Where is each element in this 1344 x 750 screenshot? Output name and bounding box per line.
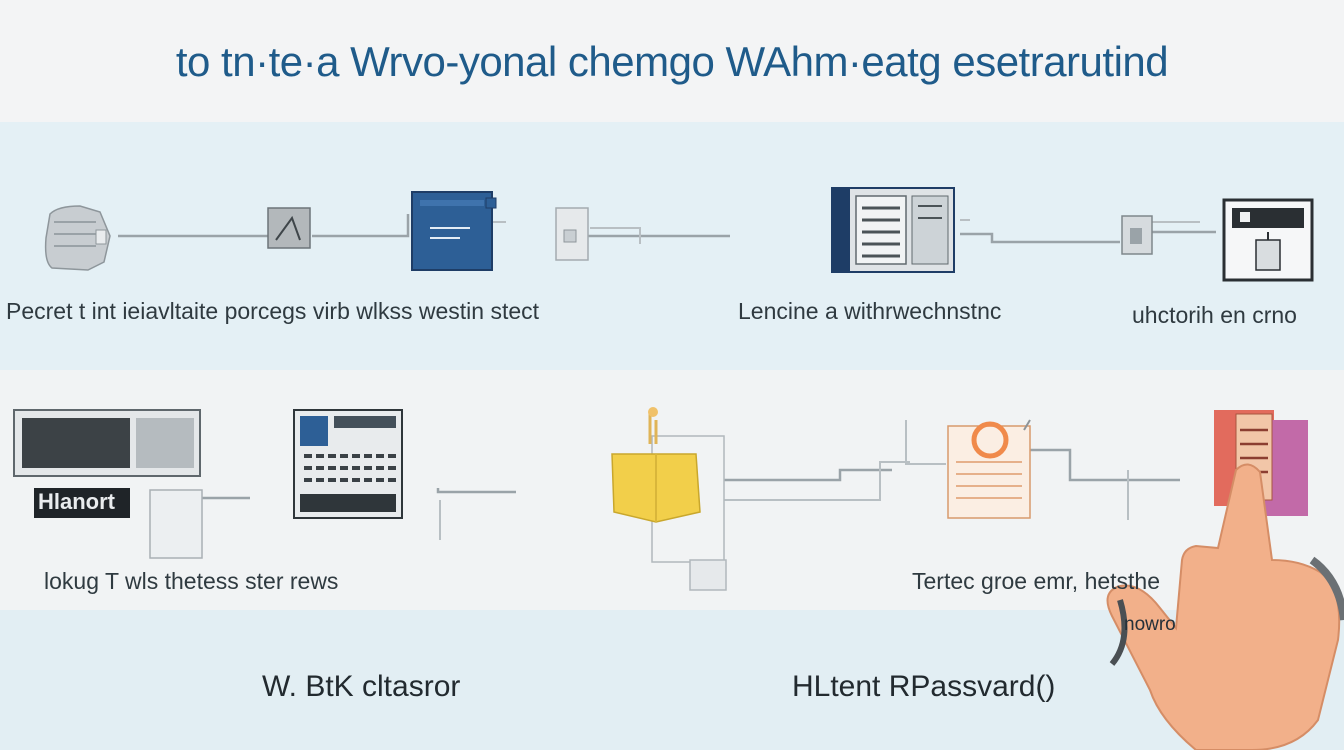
wire-doc-stack xyxy=(1030,448,1180,482)
router-icon xyxy=(44,205,111,271)
control-board-icon xyxy=(293,409,403,519)
row2-caption-right: Tertec groe emr, hetsthe xyxy=(912,568,1161,594)
document-icon xyxy=(947,419,1031,519)
wire-left-bracket xyxy=(905,420,946,465)
header-band xyxy=(0,0,1344,122)
pointing-hand-icon xyxy=(1106,463,1344,750)
row1-caption-left: Pecret t int ieiavltaite porcegs virb wl… xyxy=(6,298,540,324)
row2-caption-left: lokug T wls thetess ster rews xyxy=(44,568,339,594)
wire-rack-plug xyxy=(960,232,1120,244)
wall-socket-icon xyxy=(555,207,589,261)
plug-icon xyxy=(1121,215,1153,255)
row1-caption-middle: Lencine a withrwechnstnc xyxy=(738,298,1002,324)
dark-terminal-icon xyxy=(1222,198,1314,282)
switch-icon xyxy=(267,207,311,249)
connector-box-icon xyxy=(149,489,203,559)
row1-band xyxy=(0,122,1344,370)
wire-module-doc xyxy=(724,468,892,482)
page-title: to tn·te·a Wrvo-yonal chemgo WAhm·eatg e… xyxy=(175,38,1169,85)
footer-label-right: HLtent RPassvard() xyxy=(792,670,1056,703)
wire-socket-branch xyxy=(590,227,641,244)
yellow-module-icon xyxy=(611,407,727,591)
hand-overlay-label: nowro xyxy=(1124,614,1176,635)
monitor-icon xyxy=(13,409,201,518)
wire-switch-panel xyxy=(312,214,410,238)
server-panel-icon xyxy=(411,191,497,271)
wire-module-doc-2 xyxy=(724,461,910,501)
wire-board-out xyxy=(436,488,516,494)
footer-label-left: W. BtK cltasror xyxy=(262,670,461,703)
rack-server-icon xyxy=(831,187,955,273)
row1-caption-right: uhctorih en crno xyxy=(1132,302,1297,328)
device-label: Hlanort xyxy=(38,489,115,514)
